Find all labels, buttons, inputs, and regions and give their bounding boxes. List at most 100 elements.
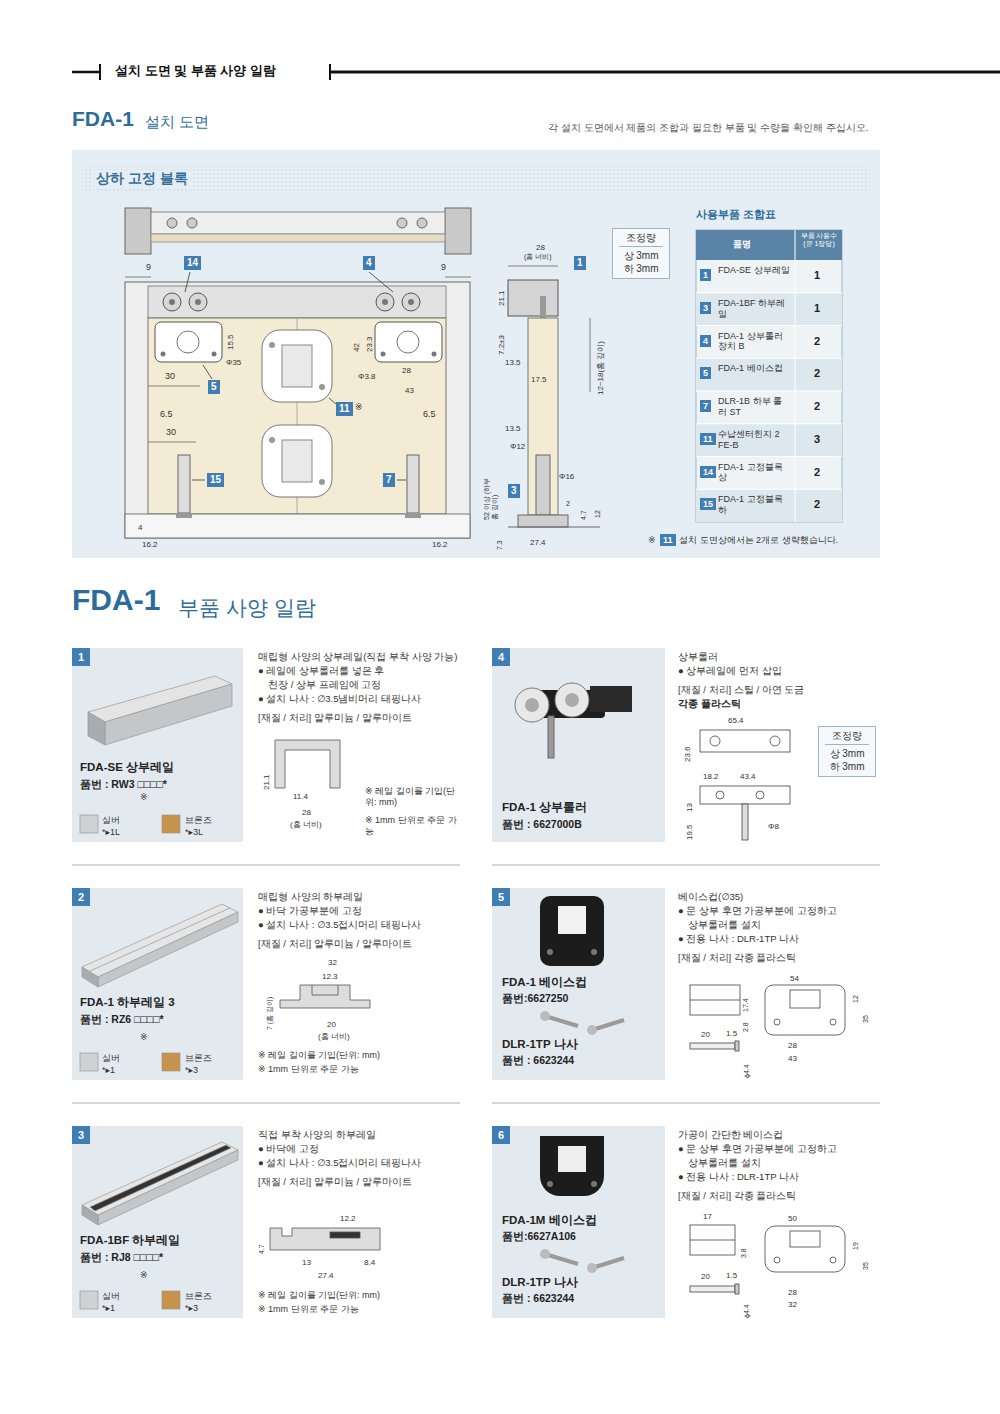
- front-elevation: [282, 440, 312, 482]
- callout-number: 7: [383, 473, 395, 487]
- product-name: 품번 : 6627000B: [502, 818, 582, 831]
- section-separator: [72, 865, 880, 1103]
- annotation-text: 6.5: [160, 409, 173, 420]
- front-elevation: [376, 293, 394, 311]
- dimension-line: [125, 277, 151, 278]
- annotation-text: (홈 너비): [318, 1032, 350, 1042]
- annotation-text: 1: [814, 302, 820, 315]
- front-elevation: [151, 212, 445, 234]
- front-elevation: [125, 208, 471, 538]
- annotation-text: Φ12: [510, 442, 525, 452]
- product-card: FDA-1 하부레일 3품번 : RZ6 □□□□*2: [72, 888, 243, 1080]
- callout-number: 11: [336, 402, 353, 416]
- annotation-text: *▸3: [185, 1065, 198, 1076]
- front-elevation: [148, 318, 446, 514]
- base-cup-dimension-drawing: [774, 1019, 780, 1025]
- callout-number: 4: [363, 256, 375, 270]
- annotation-text: *▸1: [102, 1065, 115, 1076]
- annotation-text: 각종 플라스틱: [678, 698, 741, 709]
- annotation-text: 43: [405, 386, 414, 396]
- product-name: FDA-1 베이스컵: [502, 976, 587, 990]
- annotation-text: 직접 부착 사양의 하부레일: [258, 1129, 376, 1140]
- front-elevation: [381, 352, 386, 357]
- annotation-text: *▸1: [102, 1303, 115, 1314]
- annotation-text: ● 바닥 가공부분에 고정: [258, 905, 362, 916]
- color-swatch: [80, 815, 180, 1309]
- table-header-cell: 부품 사용수 (문 1장당): [798, 232, 840, 248]
- annotation-text: 27.4: [530, 538, 546, 548]
- adjustment-box: 조정량상 3mm 하 3mm: [818, 726, 876, 777]
- callout-number: 4: [700, 335, 711, 347]
- rail-illustration: [82, 904, 238, 977]
- annotation-text: 실버: [102, 815, 120, 826]
- base-cup-dimension-drawing: [690, 1286, 735, 1292]
- roller-dimension-drawing: [756, 791, 764, 799]
- annotation-text: FDA-1 고정블록 하: [718, 494, 790, 516]
- roller-dimension-drawing: [700, 786, 790, 804]
- base-cup-dimension-drawing: [765, 985, 845, 1035]
- annotation-text: FDA-1 고정블록 상: [718, 462, 790, 484]
- roller-dimension-drawing: [716, 791, 724, 799]
- dimension-line: [590, 318, 591, 392]
- callout-number: 3: [508, 484, 520, 498]
- front-elevation: [163, 293, 181, 311]
- annotation-text: [재질 / 처리] 스틸 / 아연 도금: [678, 684, 804, 695]
- item-number-tab: 2: [72, 888, 90, 906]
- base-cup-dimension-drawing: [735, 1284, 739, 1294]
- annotation-text: 20: [327, 1020, 336, 1030]
- dimension-label: 4.7: [258, 1244, 266, 1254]
- product-card-ground: [72, 1126, 243, 1318]
- front-elevation: [397, 331, 419, 353]
- roller-dimension-drawing: [710, 736, 720, 746]
- base-cup-dimension-drawing: [690, 1043, 735, 1049]
- header-rule: [330, 71, 1000, 74]
- front-elevation: [319, 384, 325, 390]
- dimension-label: 7.3: [496, 540, 504, 550]
- callout-number: 14: [700, 466, 716, 478]
- annotation-text: 매립형 사양의 하부레일: [258, 891, 363, 902]
- annotation-text: 4: [138, 523, 142, 533]
- base-cup-dimension-drawing: [690, 985, 740, 1015]
- front-elevation: [405, 513, 421, 518]
- dimension-line: [508, 266, 558, 267]
- dimension-line: [125, 266, 590, 442]
- product-card: FDA-1BF 하부레일품번 : RJ8 □□□□*3: [72, 1126, 243, 1318]
- roller-illustration: [525, 698, 539, 712]
- dimension-label: 21.1: [262, 774, 272, 790]
- roller-illustration: [515, 683, 632, 758]
- dimension-label: 2.8: [742, 1022, 750, 1032]
- product-card: FDA-1 상부롤러품번 : 6627000B4: [492, 648, 665, 842]
- annotation-text: 실버: [102, 1291, 120, 1302]
- annotation-text: 30: [165, 371, 175, 382]
- callout-number: 5: [208, 380, 220, 394]
- base-cup-illustration: [545, 1016, 578, 1026]
- annotation-text: ● 설치 나사 : ∅3.5냄비머리 태핑나사: [258, 693, 421, 704]
- annotation-text: 상부롤러: [678, 651, 718, 662]
- color-swatch: [162, 1053, 180, 1071]
- item-number-tab: 6: [492, 1126, 510, 1144]
- front-elevation: [269, 437, 275, 443]
- annotation-text: 11.4: [293, 792, 308, 802]
- dimension-label: 19: [852, 1242, 860, 1250]
- roller-illustration: [548, 716, 554, 758]
- roller-dimension-drawing: [770, 736, 780, 746]
- base-cup-illustration: [540, 1136, 604, 1196]
- dimension-label: 3.8: [740, 1248, 748, 1258]
- dimension-label: 12: [594, 510, 602, 518]
- dimension-label: ϕ4.4: [743, 1304, 751, 1318]
- callout-number: 3: [700, 302, 711, 314]
- product-name: FDA-1 상부롤러: [502, 801, 587, 815]
- section-heading: FDA-1: [72, 582, 160, 618]
- base-cup-dimension-drawing: [790, 990, 820, 1008]
- product-card: FDA-1 베이스컵품번:6627250DLR-1TP 나사품번 : 66232…: [492, 888, 665, 1080]
- profile-drawing: [270, 1228, 380, 1250]
- front-elevation: [195, 299, 201, 305]
- section-separator: [72, 865, 460, 866]
- annotation-text: 6.5: [423, 409, 436, 420]
- base-cup-illustration: [558, 906, 586, 934]
- item-number: 1: [78, 648, 84, 666]
- annotation-text: 13.5: [505, 424, 521, 434]
- dimension-label: 15.5: [226, 334, 236, 350]
